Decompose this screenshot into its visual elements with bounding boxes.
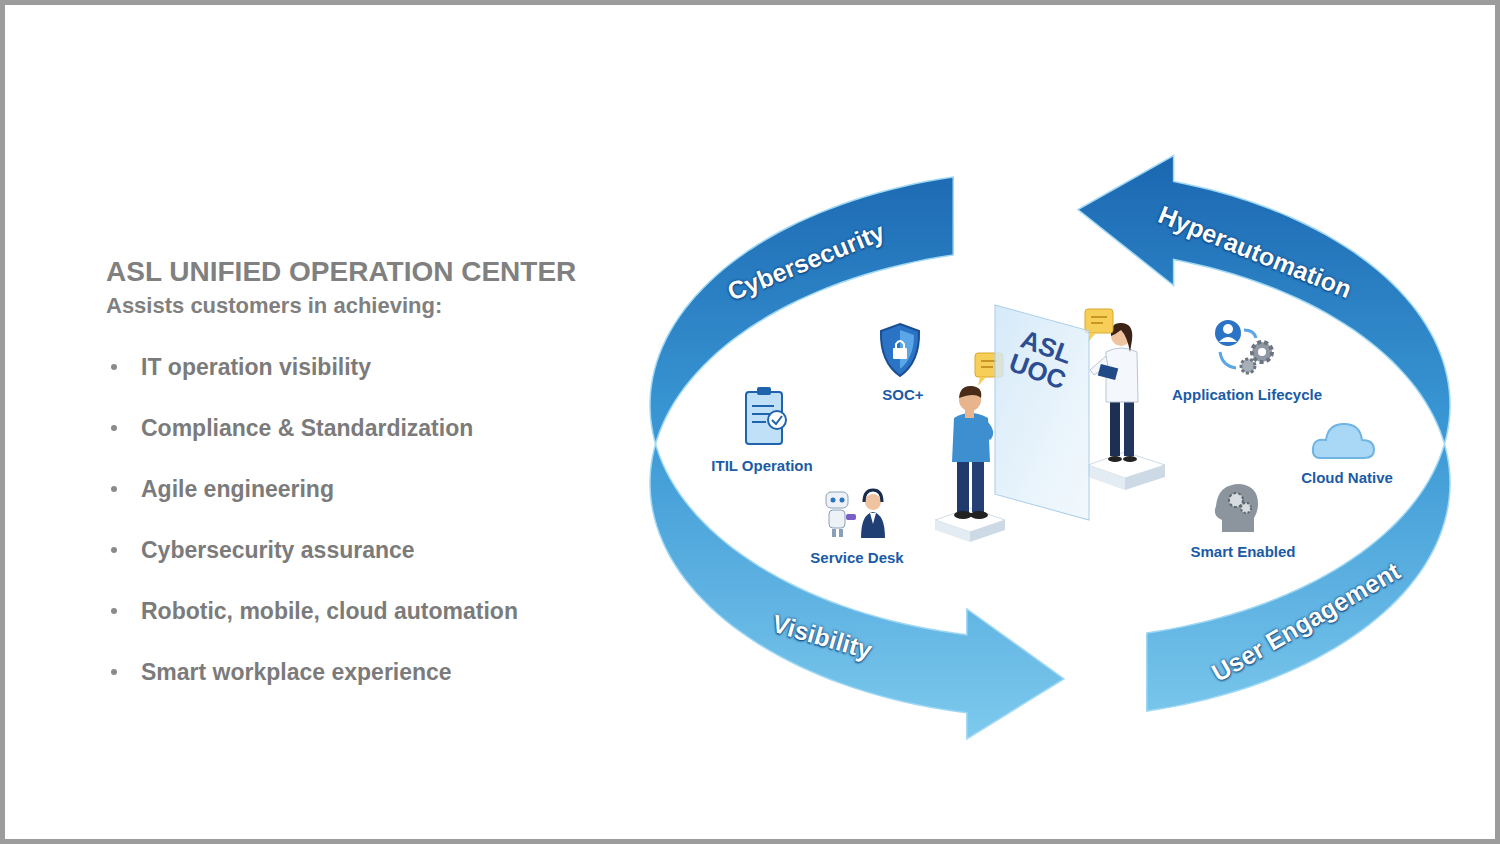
bullet-dot [111, 486, 117, 492]
glass-panel: ASL UOC [995, 305, 1089, 520]
glass-pane [995, 305, 1089, 520]
label-wrap: Robotic, mobile, cloud automation [141, 598, 518, 625]
smart-head-icon [1215, 484, 1258, 532]
bullet-dot [111, 364, 117, 370]
icon-label: Smart Enabled [1190, 543, 1295, 560]
bullet-dot [111, 547, 117, 553]
shield-icon [881, 324, 919, 376]
label-wrap: Cloud Native [1301, 469, 1393, 487]
bullet-item: Agile engineering [141, 476, 334, 502]
clipboard-icon [746, 387, 786, 444]
bullet-item: Cybersecurity assurance [141, 537, 415, 563]
bullet-dot [111, 425, 117, 431]
panel-text: ASL UOC [1004, 324, 1080, 394]
bullet-item: IT operation visibility [141, 354, 371, 380]
icon-label: Service Desk [810, 549, 903, 566]
title-wrap: ASL UNIFIED OPERATION CENTER [106, 256, 576, 288]
label-wrap: Cybersecurity assurance [141, 537, 415, 564]
icon-label: SOC+ [882, 386, 923, 403]
bullet-item: Compliance & Standardization [141, 415, 473, 441]
cycle-arrow [1078, 156, 1450, 712]
cloud-icon [1313, 424, 1374, 458]
cycle-arrows [650, 156, 1450, 739]
label-wrap: Service Desk [810, 549, 903, 567]
bullet-dot [111, 608, 117, 614]
man-figure [952, 386, 993, 519]
label-wrap: Smart workplace experience [141, 659, 452, 686]
label-wrap: ITIL Operation [711, 457, 812, 475]
label-wrap: IT operation visibility [141, 354, 371, 381]
label-wrap: Application Lifecycle [1172, 386, 1322, 404]
service-desk-icon [826, 490, 885, 538]
label-wrap: SOC+ [882, 386, 923, 404]
label-wrap: Assists customers in achieving: [106, 293, 442, 319]
slide-title: ASL UNIFIED OPERATION CENTER [106, 256, 576, 287]
bullet-dot [111, 669, 117, 675]
subtitle: Assists customers in achieving: [106, 293, 442, 318]
label-wrap: Smart Enabled [1190, 543, 1295, 561]
label-wrap: Compliance & Standardization [141, 415, 473, 442]
label-wrap: Agile engineering [141, 476, 334, 503]
icon-label: Cloud Native [1301, 469, 1393, 486]
woman-figure [1090, 323, 1138, 462]
bullet-item: Smart workplace experience [141, 659, 452, 685]
icon-label: Application Lifecycle [1172, 386, 1322, 403]
bullet-item: Robotic, mobile, cloud automation [141, 598, 518, 624]
lifecycle-icon [1215, 320, 1272, 373]
icon-label: ITIL Operation [711, 457, 812, 474]
